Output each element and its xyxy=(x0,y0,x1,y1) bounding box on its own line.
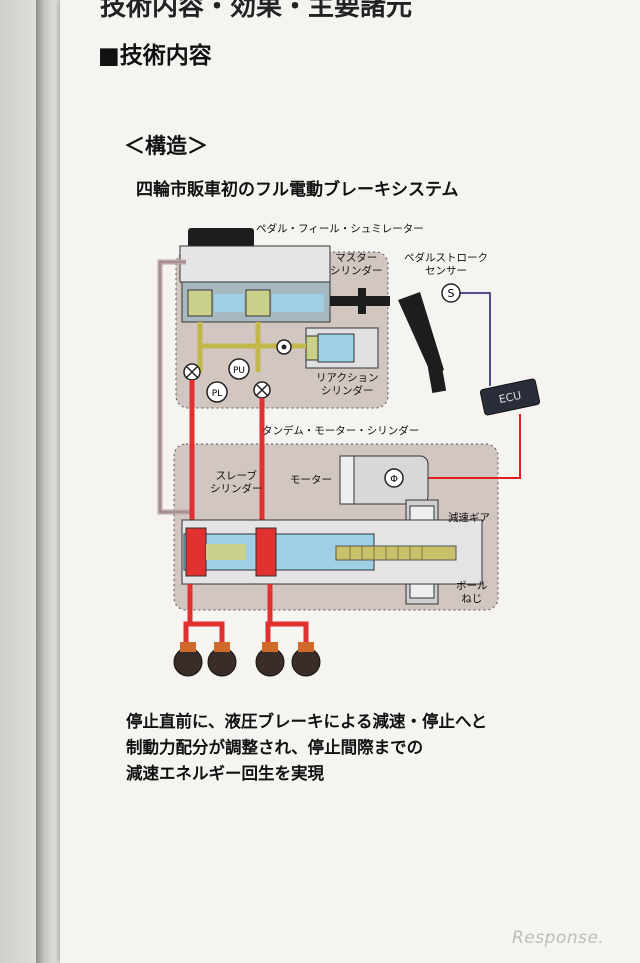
label-slave-cylinder: スレーブ シリンダー xyxy=(210,470,263,495)
pressure-sensor-pu xyxy=(228,358,250,380)
ball-screw xyxy=(335,545,457,561)
label-ball-screw: ボール ねじ xyxy=(456,580,488,605)
label-pedal-stroke-sensor: ペダルストローク センサー xyxy=(404,252,488,277)
svg-text:ECU: ECU xyxy=(498,389,523,406)
description-line-2: 制動力配分が調整され、停止間際までの xyxy=(126,738,424,757)
brake-pedal xyxy=(398,292,444,376)
motor-encoder xyxy=(384,468,404,488)
description-line-3: 減速エネルギー回生を実現 xyxy=(126,764,324,783)
wheel-brakes xyxy=(173,642,321,677)
label-reduction-gear: 減速ギア xyxy=(448,512,490,524)
label-pedal-feel-simulator: ペダル・フィール・シュミレーター xyxy=(256,223,424,235)
label-reaction-cylinder: リアクション シリンダー xyxy=(316,372,379,397)
description-line-1: 停止直前に、液圧ブレーキによる減速・停止へと xyxy=(126,712,488,731)
top-heading: 技術内容・効果・主要諸元 xyxy=(100,0,413,22)
reservoir xyxy=(188,228,254,250)
section-heading: ■技術内容 xyxy=(98,43,212,69)
svg-text:S: S xyxy=(448,287,455,300)
ecu-box xyxy=(479,378,541,416)
diagram-title: 四輪市販車初のフル電動ブレーキシステム xyxy=(136,180,459,200)
watermark: Response. xyxy=(512,928,605,948)
label-tandem-motor-cylinder: タンデム・モーター・シリンダー xyxy=(262,425,420,437)
label-motor: モーター xyxy=(290,474,332,486)
svg-text:PL: PL xyxy=(212,389,222,399)
svg-text:PU: PU xyxy=(233,366,245,376)
pressure-sensor-pl xyxy=(206,381,228,403)
board-edge xyxy=(36,0,58,963)
svg-text:Φ: Φ xyxy=(390,474,398,485)
sub-heading: ＜構造＞ xyxy=(124,134,208,158)
label-master-cylinder: マスター シリンダー xyxy=(330,252,383,277)
